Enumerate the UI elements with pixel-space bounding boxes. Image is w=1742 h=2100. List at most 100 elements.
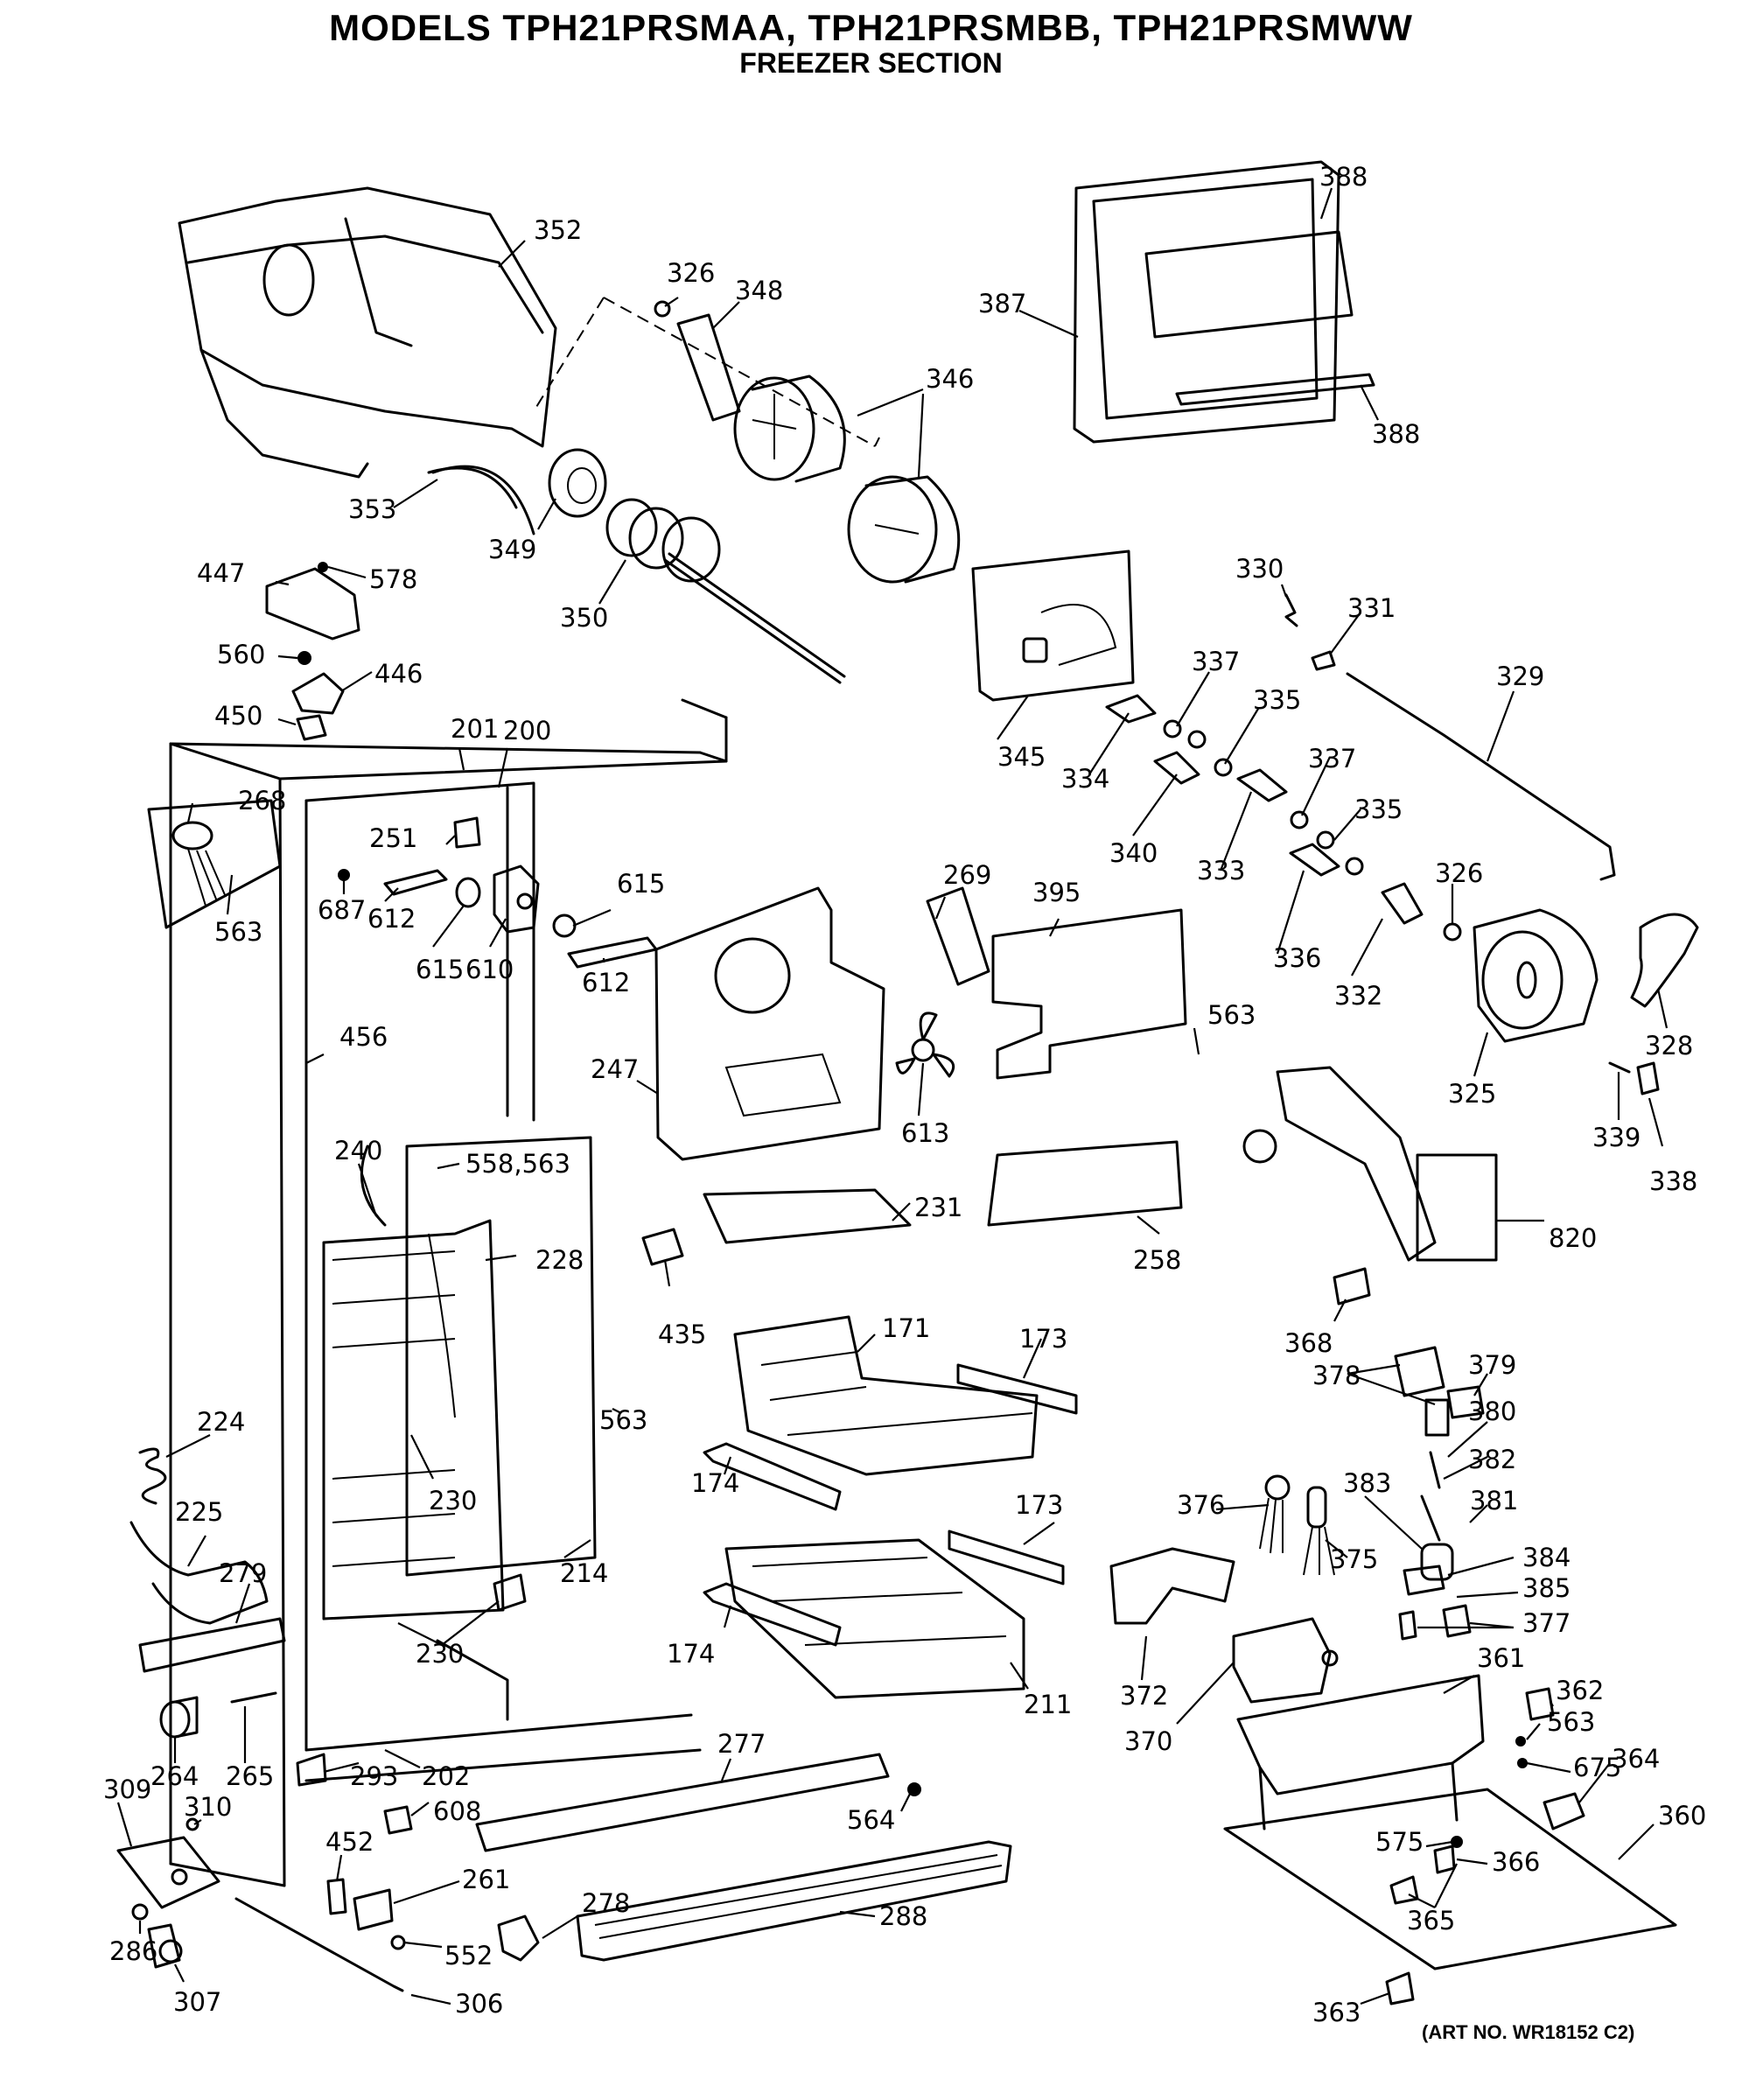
callout-247: 247 — [591, 1054, 639, 1084]
part-drain-hose-225 — [129, 1521, 269, 1625]
callout-228: 228 — [535, 1245, 584, 1275]
callout-388: 388 — [1372, 419, 1420, 449]
callout-615: 615 — [416, 955, 464, 984]
part-rail-173a — [956, 1363, 1078, 1415]
callout-687: 687 — [318, 895, 366, 925]
callout-214: 214 — [560, 1558, 608, 1588]
part-bracket-362 — [1525, 1687, 1555, 1721]
part-washer-326 — [654, 300, 671, 318]
part-spring-224 — [138, 1447, 167, 1505]
callout-563: 563 — [1207, 1000, 1256, 1030]
callout-387: 387 — [978, 289, 1026, 318]
part-bracket-452 — [326, 1878, 347, 1915]
callout-307: 307 — [173, 1987, 221, 2017]
part-control-housing-361 — [1236, 1674, 1485, 1830]
part-rod-306 — [234, 1897, 404, 1992]
callout-330: 330 — [1235, 554, 1284, 584]
part-drip-tray-231 — [703, 1188, 912, 1244]
callout-452: 452 — [325, 1827, 374, 1857]
part-bracket-293 — [296, 1753, 327, 1787]
part-rail-174b — [703, 1582, 842, 1647]
callout-456: 456 — [339, 1022, 388, 1052]
callout-286: 286 — [109, 1936, 157, 1966]
callout-200: 200 — [503, 716, 551, 746]
part-grommet-364 — [1543, 1792, 1585, 1830]
callout-240: 240 — [334, 1136, 382, 1166]
callout-560: 560 — [217, 640, 265, 669]
part-cover-plate-447 — [265, 567, 360, 640]
callout-306: 306 — [455, 1989, 503, 2019]
part-motor-shield — [1630, 913, 1699, 1008]
callout-675: 675 — [1573, 1753, 1621, 1782]
callout-329: 329 — [1496, 662, 1544, 691]
callout-563: 563 — [214, 917, 262, 947]
part-fan-motor-610 — [493, 864, 540, 934]
part-bracket-261 — [353, 1888, 394, 1931]
part-switch-251 — [453, 816, 481, 849]
callout-366: 366 — [1492, 1847, 1540, 1877]
part-caster-307 — [147, 1923, 183, 1969]
callout-261: 261 — [462, 1865, 510, 1894]
part-clip-435 — [641, 1228, 684, 1266]
callout-364: 364 — [1612, 1744, 1660, 1774]
callout-353: 353 — [348, 494, 396, 524]
part-washer-310 — [185, 1817, 199, 1831]
callout-336: 336 — [1273, 943, 1321, 973]
callout-578: 578 — [369, 564, 417, 594]
callout-395: 395 — [1032, 878, 1081, 907]
callout-446: 446 — [374, 659, 423, 689]
callout-277: 277 — [717, 1729, 766, 1759]
callout-278: 278 — [582, 1888, 630, 1918]
part-screw-563d — [1515, 1736, 1526, 1746]
callout-211: 211 — [1024, 1690, 1072, 1719]
part-bracket-612b — [567, 936, 658, 969]
diagram-subtitle: FREEZER SECTION — [739, 47, 1003, 79]
part-freezer-cabinet — [169, 698, 728, 1887]
auger-axis-outline — [533, 297, 880, 447]
part-bumper-615b — [552, 914, 577, 938]
part-bumper-615a — [455, 877, 481, 908]
callout-613: 613 — [901, 1118, 949, 1148]
callout-352: 352 — [534, 215, 582, 245]
part-clip-338 — [1636, 1061, 1660, 1096]
callout-231: 231 — [914, 1193, 962, 1222]
callout-435: 435 — [658, 1320, 706, 1349]
callout-230: 230 — [429, 1486, 477, 1516]
callout-338: 338 — [1649, 1166, 1697, 1196]
callout-381: 381 — [1470, 1486, 1518, 1516]
part-rail-174a — [703, 1442, 842, 1511]
callout-563: 563 — [1547, 1707, 1595, 1737]
callout-350: 350 — [560, 603, 608, 633]
callout-558-563: 558,563 — [465, 1149, 570, 1179]
part-bracket-446 — [291, 672, 345, 715]
part-washer-286 — [131, 1903, 149, 1921]
part-bar-277 — [475, 1753, 890, 1852]
callout-820: 820 — [1549, 1223, 1597, 1253]
part-trough-279 — [138, 1617, 286, 1673]
callout-450: 450 — [214, 701, 262, 731]
callout-334: 334 — [1061, 764, 1109, 794]
part-clip-377b — [1442, 1604, 1472, 1638]
callout-370: 370 — [1124, 1726, 1172, 1756]
part-clip-331 — [1311, 650, 1336, 671]
callout-251: 251 — [369, 823, 417, 853]
callout-384: 384 — [1522, 1543, 1571, 1572]
callout-288: 288 — [879, 1901, 927, 1931]
part-fan-blade-613 — [895, 1012, 955, 1078]
part-pin-265 — [230, 1691, 277, 1704]
callout-346: 346 — [926, 364, 974, 394]
part-bucket-wire — [431, 465, 535, 536]
art-number: (ART NO. WR18152 C2) — [1422, 2021, 1635, 2043]
callout-372: 372 — [1120, 1681, 1168, 1711]
callout-379: 379 — [1468, 1350, 1516, 1380]
part-auger-mount-plate — [971, 550, 1135, 702]
part-ice-maker-820 — [1242, 1066, 1498, 1262]
callout-268: 268 — [238, 786, 286, 816]
callout-326: 326 — [1435, 858, 1483, 888]
part-clip-365 — [1389, 1875, 1419, 1905]
callout-333: 333 — [1197, 856, 1245, 886]
callout-563: 563 — [599, 1405, 647, 1435]
part-evaporator-assembly — [322, 1136, 597, 1620]
part-auger-motor — [1473, 908, 1599, 1043]
callout-269: 269 — [943, 860, 991, 890]
